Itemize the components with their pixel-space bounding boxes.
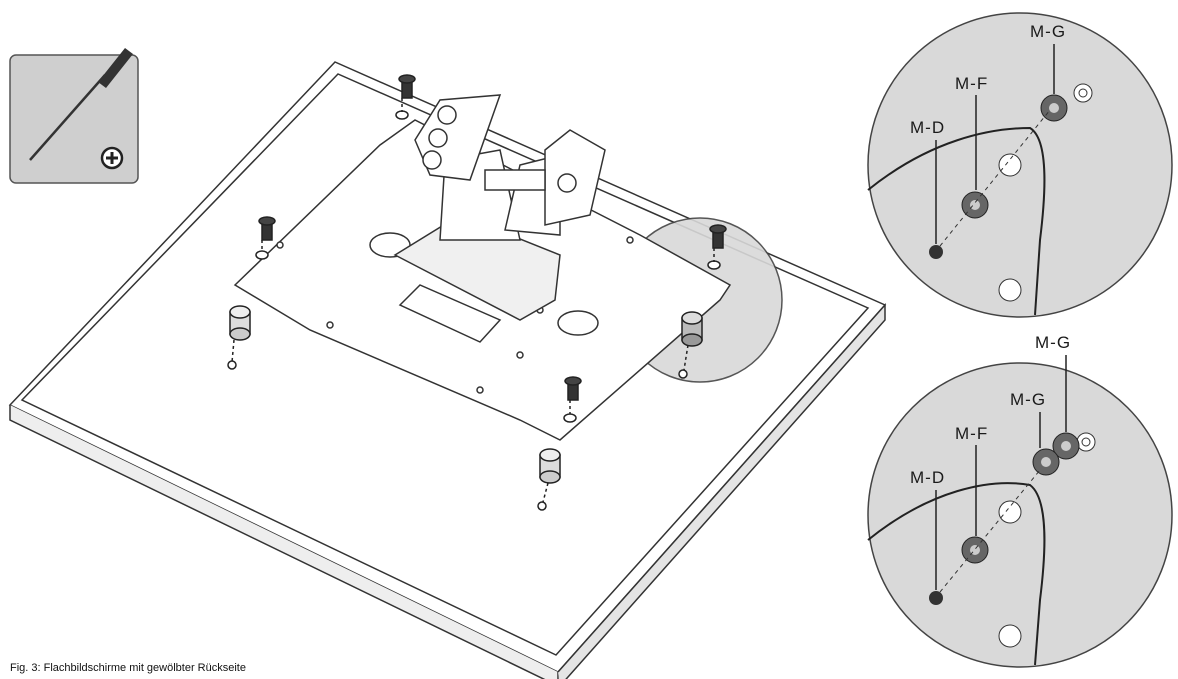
label-md-top: M-D	[910, 118, 946, 137]
screw-left	[255, 216, 276, 260]
label-mg-top: M-G	[1030, 22, 1067, 41]
screw-bottom	[563, 376, 582, 423]
screw-top	[395, 74, 416, 120]
screws-and-spacers	[227, 74, 727, 511]
label-mg-bottom-lower: M-G	[1010, 390, 1047, 409]
spacer-right	[678, 311, 703, 379]
label-mg-bottom-upper: M-G	[1035, 333, 1072, 352]
detail-circle-top	[867, 12, 1173, 318]
spacer-left	[227, 305, 251, 370]
label-mf-top: M-F	[955, 74, 989, 93]
label-mf-bottom: M-F	[955, 424, 989, 443]
figure-caption: Fig. 3: Flachbildschirme mit gewölbter R…	[10, 662, 246, 674]
spacer-bottom	[537, 448, 561, 511]
screw-right	[707, 224, 727, 270]
bracket	[393, 94, 606, 321]
detail-circle-bottom	[867, 355, 1173, 668]
label-md-bottom: M-D	[910, 468, 946, 487]
screwdriver-tool-panel	[9, 48, 139, 184]
phillips-screwdriver-icon	[29, 48, 133, 170]
